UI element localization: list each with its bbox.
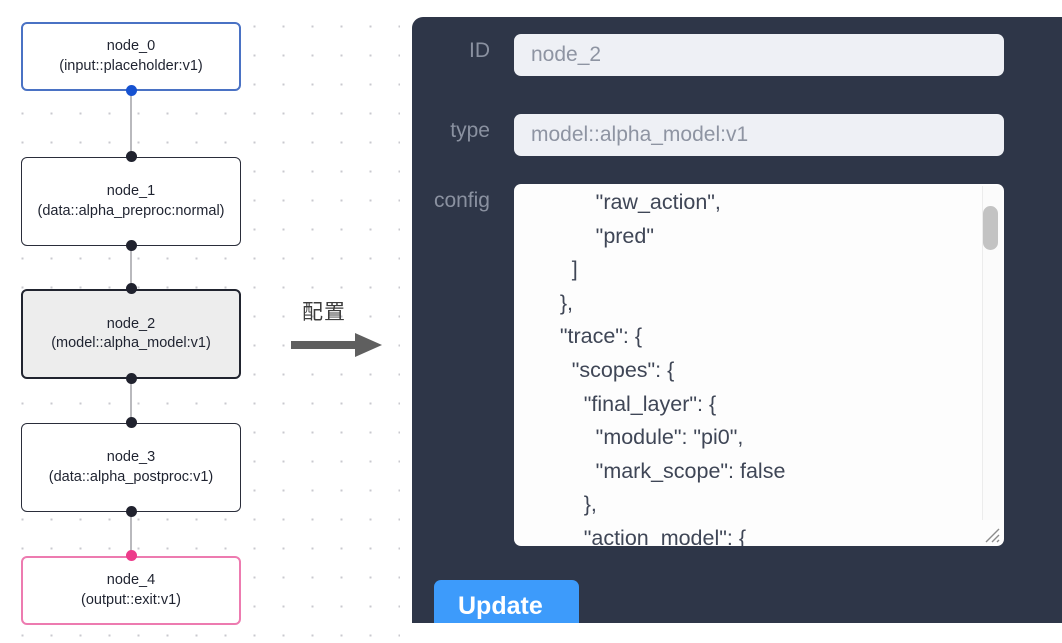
node-title: node_0 [106,38,156,54]
node-subtitle: (model::alpha_model:v1) [51,335,211,351]
port-node_3-out[interactable] [125,506,137,517]
edge-node3-node4[interactable] [130,512,132,556]
config-scrollbar-thumb[interactable] [983,206,998,250]
right-arrow-icon [291,332,383,363]
id-input[interactable] [514,34,1004,76]
port-node_1-out[interactable] [125,240,137,251]
field-row-config: config "raw_action", "pred" ] }, "trace"… [412,184,1004,546]
port-node_3-in[interactable] [125,417,137,428]
node-subtitle: (data::alpha_preproc:normal) [37,202,225,219]
update-button[interactable]: Update [434,580,579,623]
config-textarea[interactable]: "raw_action", "pred" ] }, "trace": { "sc… [514,184,1004,546]
graph-node-node_1[interactable]: node_1 (data::alpha_preproc:normal) [21,157,241,246]
port-node_1-in[interactable] [125,151,137,162]
field-row-type: type [412,114,1004,156]
node-subtitle: (output::exit:v1) [81,591,181,608]
node-title: node_3 [106,449,156,465]
config-scrollbar-track[interactable] [982,186,1002,520]
graph-node-node_4[interactable]: node_4 (output::exit:v1) [21,556,241,625]
edge-node2-node3[interactable] [130,376,132,421]
port-node_2-out[interactable] [125,373,137,384]
graph-canvas[interactable]: node_0 (input::placeholder:v1) node_1 (d… [0,0,400,643]
port-node_4-in[interactable] [125,550,137,561]
type-input[interactable] [514,114,1004,156]
node-title: node_1 [106,183,156,199]
edge-node1-node2[interactable] [130,244,132,292]
port-node_2-in[interactable] [125,283,137,294]
port-node_0-out[interactable] [125,85,137,96]
config-field-label: config [433,189,490,212]
node-subtitle: (input::placeholder:v1) [59,57,203,74]
transition-label: 配置 [302,301,346,324]
id-field-label: ID [469,39,490,62]
type-field-label: type [450,119,490,142]
graph-node-node_3[interactable]: node_3 (data::alpha_postproc:v1) [21,423,241,512]
field-row-id: ID [412,34,1004,76]
graph-node-node_0[interactable]: node_0 (input::placeholder:v1) [21,22,241,91]
resize-handle-icon[interactable] [982,525,1001,544]
transition-annotation: 配置 [285,296,405,366]
graph-node-node_2[interactable]: node_2 (model::alpha_model:v1) [21,289,241,379]
node-title: node_2 [106,315,156,332]
config-textarea-wrapper: "raw_action", "pred" ] }, "trace": { "sc… [514,184,1004,546]
node-subtitle: (data::alpha_postproc:v1) [48,468,214,485]
node-title: node_4 [106,572,156,588]
node-config-panel: ID type config "raw_action", "pred" ] },… [412,17,1062,623]
edge-node0-node1[interactable] [130,90,132,160]
